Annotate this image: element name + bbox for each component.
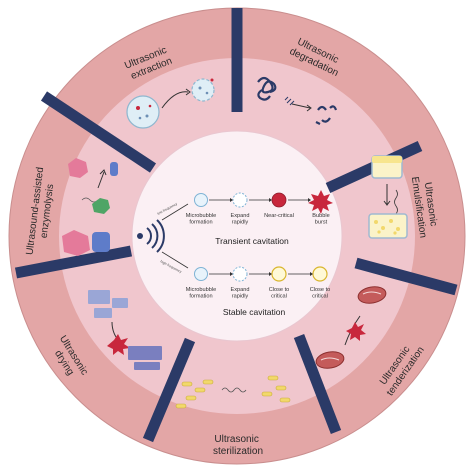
sterilization-waves <box>221 387 247 393</box>
emulsification-illustration <box>368 155 408 239</box>
transient-step-3-label: Near-critical <box>264 213 294 219</box>
stable-microbubble <box>194 267 208 281</box>
bubble-burst-icon <box>308 190 333 214</box>
label-sterilization: Ultrasonic sterilization <box>213 434 263 457</box>
transient-near-critical-bubble <box>271 192 287 208</box>
ultrasound-source-icon <box>137 233 143 239</box>
transient-cavitation-title: Transient cavitation <box>215 236 289 246</box>
stable-cavitation-title: Stable cavitation <box>223 307 286 317</box>
stable-expanding-bubble <box>232 266 248 282</box>
transient-microbubble <box>194 193 208 207</box>
tenderization-illustration <box>315 286 387 369</box>
sterilization-illustration <box>175 375 291 409</box>
drying-illustration <box>88 290 162 370</box>
transient-expanding-bubble <box>232 192 248 208</box>
stable-close-critical-bubble-1 <box>271 266 287 282</box>
stable-close-critical-bubble-2 <box>312 266 328 282</box>
center-circle <box>131 130 343 342</box>
enzymolysis-illustration <box>62 158 118 256</box>
degradation-illustration <box>257 76 338 125</box>
segment-dividers <box>14 8 458 443</box>
extraction-illustration <box>126 78 215 129</box>
